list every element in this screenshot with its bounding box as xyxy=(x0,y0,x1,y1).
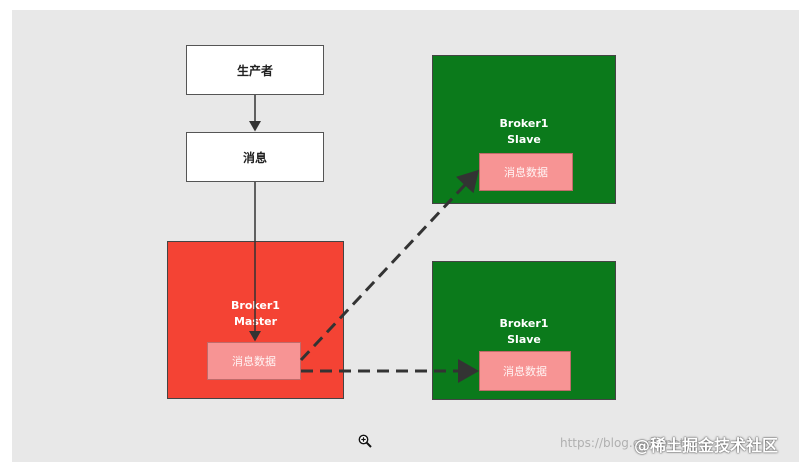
broker-slave-bottom-role: Slave xyxy=(507,333,541,346)
url-watermark: https://blog.csdn.net xyxy=(560,436,685,450)
slave-bottom-message-data: 消息数据 xyxy=(479,351,571,391)
broker-slave-top-name: Broker1 xyxy=(499,117,549,130)
master-message-data: 消息数据 xyxy=(207,342,301,380)
slave-top-message-data-label: 消息数据 xyxy=(504,166,548,179)
slave-top-message-data: 消息数据 xyxy=(479,153,573,191)
broker-slave-top-role: Slave xyxy=(507,133,541,146)
broker-master-role: Master xyxy=(233,315,278,328)
producer-box: 生产者 xyxy=(186,45,324,95)
producer-label: 生产者 xyxy=(236,63,273,78)
message-label: 消息 xyxy=(242,150,267,165)
brand-watermark: @稀土掘金技术社区 xyxy=(634,436,779,455)
master-message-data-label: 消息数据 xyxy=(232,355,276,368)
broker-slave-bottom-name: Broker1 xyxy=(499,317,549,330)
diagram-canvas xyxy=(12,10,799,462)
broker-master-name: Broker1 xyxy=(231,299,280,312)
zoom-in-icon[interactable] xyxy=(358,434,372,448)
message-box: 消息 xyxy=(186,132,324,182)
slave-bottom-message-data-label: 消息数据 xyxy=(503,365,547,378)
